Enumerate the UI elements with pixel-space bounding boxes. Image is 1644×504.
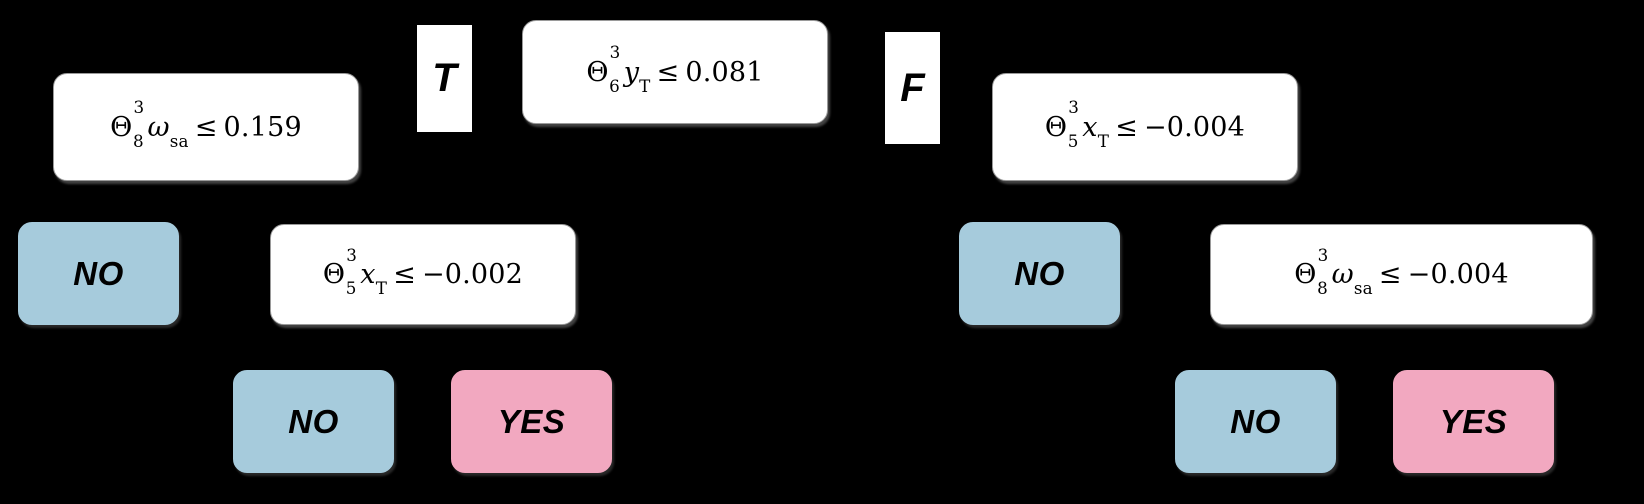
comparison-operator: ≤: [1378, 259, 1402, 290]
theta-superscript: 3: [1317, 244, 1329, 265]
node-variable: x: [360, 259, 376, 290]
theta-symbol: Θ: [1294, 259, 1317, 290]
leaf-node-no-3[interactable]: NO: [233, 370, 394, 473]
edge-label-false: F: [885, 32, 940, 144]
theta-subscript: 8: [1317, 278, 1328, 299]
edge-label-true: T: [417, 25, 472, 132]
theta-symbol: Θ: [586, 56, 609, 88]
comparison-operator: ≤: [393, 259, 416, 290]
comparison-operator: ≤: [656, 56, 680, 88]
theta-symbol: Θ: [110, 111, 133, 143]
theta-subscript: 8: [132, 130, 144, 151]
node-threshold: 0.159: [223, 111, 302, 143]
node-variable: y: [623, 56, 640, 88]
theta-superscript: 3: [133, 97, 145, 118]
node-threshold: −0.004: [1143, 111, 1246, 143]
leaf-node-no-2[interactable]: NO: [959, 222, 1120, 325]
leaf-label: NO: [1230, 402, 1281, 440]
leaf-label: YES: [1439, 402, 1508, 440]
node-variable-subscript: sa: [1353, 278, 1373, 299]
theta-superscript: 3: [1068, 97, 1080, 118]
theta-superscript: 3: [609, 42, 621, 63]
node-variable-subscript: sa: [169, 130, 189, 151]
node-threshold: −0.004: [1407, 259, 1509, 290]
comparison-operator: ≤: [194, 111, 218, 143]
node-variable-subscript: T: [1097, 130, 1110, 151]
leaf-node-no-4[interactable]: NO: [1175, 370, 1336, 473]
node-variable-subscript: T: [375, 278, 388, 299]
leaf-label: NO: [73, 254, 124, 292]
theta-superscript: 3: [346, 244, 358, 265]
leaf-node-yes-1[interactable]: YES: [451, 370, 612, 473]
leaf-label: NO: [1014, 254, 1065, 292]
node-threshold: 0.081: [685, 56, 764, 88]
leaf-node-no-1[interactable]: NO: [18, 222, 179, 325]
theta-subscript: 5: [1067, 130, 1079, 151]
theta-symbol: Θ: [1044, 111, 1068, 143]
leaf-label: YES: [497, 402, 566, 440]
node-threshold: −0.002: [421, 259, 524, 290]
theta-symbol: Θ: [322, 259, 346, 290]
leaf-label: NO: [288, 402, 339, 440]
comparison-operator: ≤: [1115, 111, 1138, 143]
node-variable: x: [1082, 111, 1098, 143]
theta-subscript: 6: [609, 75, 621, 96]
leaf-node-yes-2[interactable]: YES: [1393, 370, 1554, 473]
theta-subscript: 5: [345, 278, 357, 299]
node-variable: ω: [147, 111, 170, 143]
edge-label-text: F: [900, 65, 925, 110]
node-variable-subscript: T: [639, 75, 651, 96]
edge-label-text: T: [432, 56, 457, 100]
node-variable: ω: [1331, 259, 1354, 290]
